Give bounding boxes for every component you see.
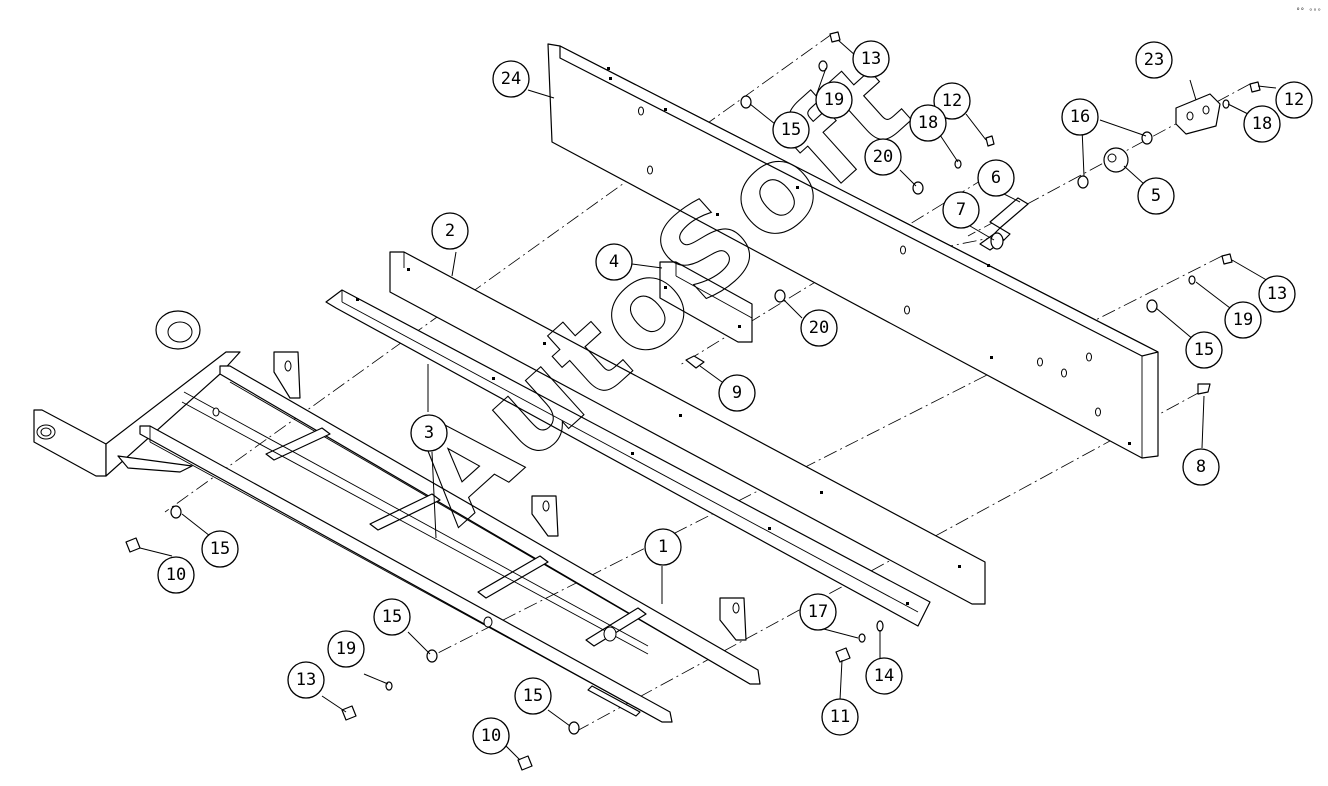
callout-18: 18 — [909, 104, 947, 142]
panel-part-24 — [547, 43, 1159, 459]
callout-10: 10 — [472, 717, 510, 755]
callout-6: 6 — [977, 159, 1015, 197]
svg-text:9: 9 — [732, 383, 742, 403]
svg-text:13: 13 — [861, 49, 881, 69]
svg-text:7: 7 — [956, 200, 966, 220]
svg-text:13: 13 — [1267, 284, 1287, 304]
callout-23: 23 — [1135, 41, 1173, 79]
callout-15: 15 — [201, 530, 239, 568]
svg-text:12: 12 — [942, 91, 962, 111]
callout-bubbles: 24 13 19 15 12 18 20 16 23 12 18 6 5 7 2… — [157, 40, 1313, 755]
callout-1: 1 — [644, 528, 682, 566]
svg-text:15: 15 — [210, 539, 230, 559]
svg-text:17: 17 — [808, 602, 828, 622]
callout-9: 9 — [718, 374, 756, 412]
callout-12: 12 — [933, 82, 971, 120]
callout-2: 2 — [431, 212, 469, 250]
svg-text:13: 13 — [296, 670, 316, 690]
callout-20: 20 — [800, 309, 838, 347]
svg-text:20: 20 — [809, 318, 829, 338]
callout-19: 19 — [1224, 301, 1262, 339]
callout-13: 13 — [852, 40, 890, 78]
svg-text:20: 20 — [873, 147, 893, 167]
svg-text:12: 12 — [1284, 90, 1304, 110]
svg-text:19: 19 — [336, 639, 356, 659]
svg-text:4: 4 — [609, 252, 619, 272]
callout-16: 16 — [1061, 98, 1099, 136]
svg-text:11: 11 — [830, 707, 850, 727]
callout-13: 13 — [287, 661, 325, 699]
bracket-part-4 — [659, 261, 753, 343]
callout-leaders — [139, 39, 1277, 761]
svg-text:15: 15 — [523, 686, 543, 706]
svg-text:23: 23 — [1144, 50, 1164, 70]
callout-19: 19 — [327, 630, 365, 668]
svg-text:18: 18 — [1252, 114, 1272, 134]
svg-text:18: 18 — [918, 113, 938, 133]
callout-14: 14 — [865, 657, 903, 695]
callout-4: 4 — [595, 243, 633, 281]
svg-text:6: 6 — [991, 168, 1001, 188]
angle-rail-part-3 — [325, 289, 931, 627]
callout-11: 11 — [821, 698, 859, 736]
strip-part-2 — [389, 251, 986, 605]
callout-19: 19 — [815, 81, 853, 119]
svg-text:5: 5 — [1151, 186, 1161, 206]
callout-3: 3 — [410, 414, 448, 452]
callout-12: 12 — [1275, 81, 1313, 119]
corner-mark: °° ᵒᵒᵒ — [1296, 7, 1321, 15]
callout-5: 5 — [1137, 177, 1175, 215]
svg-text:3: 3 — [424, 423, 434, 443]
callout-15: 15 — [1185, 331, 1223, 369]
callout-8: 8 — [1182, 448, 1220, 486]
hardware-parts — [125, 31, 1261, 771]
svg-text:2: 2 — [445, 221, 455, 241]
svg-text:14: 14 — [874, 666, 894, 686]
main-frame-part-1 — [33, 310, 761, 723]
svg-text:15: 15 — [781, 120, 801, 140]
svg-text:8: 8 — [1196, 457, 1206, 477]
svg-text:19: 19 — [1233, 310, 1253, 330]
callout-17: 17 — [799, 593, 837, 631]
callout-20: 20 — [864, 138, 902, 176]
callout-24: 24 — [492, 60, 530, 98]
svg-text:10: 10 — [166, 565, 186, 585]
callout-13: 13 — [1258, 275, 1296, 313]
svg-text:15: 15 — [1194, 340, 1214, 360]
callout-15: 15 — [772, 111, 810, 149]
svg-text:24: 24 — [501, 69, 521, 89]
svg-text:1: 1 — [658, 537, 668, 557]
callout-15: 15 — [373, 598, 411, 636]
svg-text:15: 15 — [382, 607, 402, 627]
svg-text:16: 16 — [1070, 107, 1090, 127]
callout-7: 7 — [942, 191, 980, 229]
callout-15: 15 — [514, 677, 552, 715]
svg-text:19: 19 — [824, 90, 844, 110]
svg-text:10: 10 — [481, 726, 501, 746]
callout-18: 18 — [1243, 105, 1281, 143]
callout-10: 10 — [157, 556, 195, 594]
